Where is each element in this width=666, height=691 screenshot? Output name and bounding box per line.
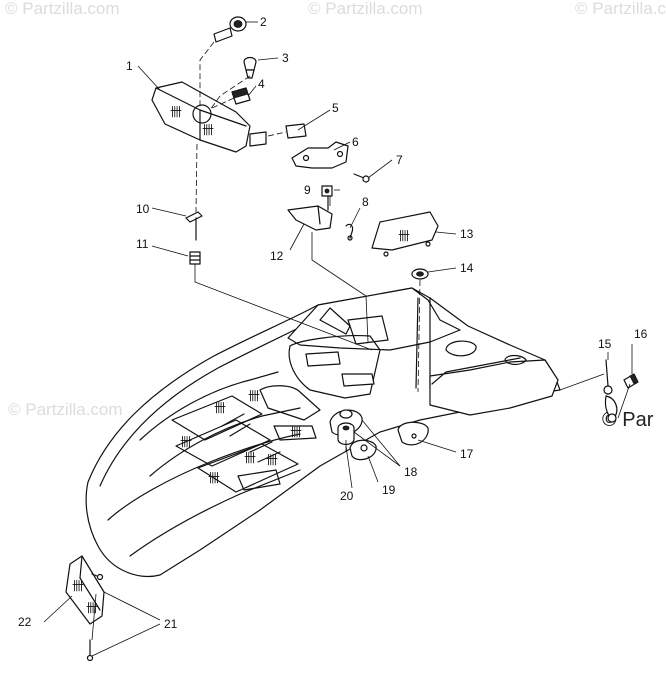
vent-marking-2: 卌 [248, 389, 260, 403]
callout-15: 15 [598, 337, 612, 351]
part-7-screw [353, 173, 370, 183]
part-11-grommet [189, 251, 201, 265]
part-1-headlight-housing: 卌 卌 [151, 81, 267, 153]
part-8-clip [345, 223, 354, 241]
part-5-pad [285, 123, 307, 139]
housing-marking-1: 卌 [170, 105, 182, 119]
vent-marking-4: 卌 [244, 451, 256, 465]
callout-5: 5 [332, 101, 339, 115]
watermark-top-center: © Partzilla.com [308, 0, 423, 18]
part-17-plate [397, 421, 429, 446]
part-6-bracket [291, 141, 349, 169]
callout-13: 13 [460, 227, 474, 241]
callout-6: 6 [352, 135, 359, 149]
vent-marking-5: 卌 [290, 425, 302, 439]
hood-vents: 卌 卌 卌 卌 卌 卌 卌 [171, 385, 321, 493]
part-12-bracket [287, 195, 333, 231]
assembly-lines [91, 41, 631, 641]
part-22-bracket: 卌 卌 [65, 555, 105, 625]
part-16-bolt [623, 373, 639, 389]
part-9-nut [321, 185, 333, 197]
part-4-connector [231, 87, 251, 105]
part-2-bulb-socket [213, 16, 247, 43]
callout-11: 11 [136, 237, 149, 251]
housing-marking-2: 卌 [202, 123, 214, 137]
callout-18: 18 [404, 465, 418, 479]
panel-marking: 卌 [398, 229, 410, 243]
part-19-grommet [349, 439, 377, 461]
callout-labels: 1 2 3 4 5 6 7 8 9 10 11 12 13 14 15 16 1… [18, 15, 648, 631]
watermark-top-left: © Partzilla.com [5, 0, 120, 18]
hood-body: 卌 卌 卌 卌 卌 卌 卌 [85, 287, 561, 577]
callout-22: 22 [18, 615, 32, 629]
callout-21: 21 [164, 617, 178, 631]
callout-1: 1 [126, 59, 133, 73]
part-20-bushing [337, 422, 355, 446]
vent-marking-1: 卌 [214, 401, 226, 415]
callout-17: 17 [460, 447, 474, 461]
part-13-panel: 卌 [371, 211, 439, 257]
part-3-bulb [243, 56, 257, 79]
part-10-pin [185, 211, 203, 241]
callout-20: 20 [340, 489, 354, 503]
callout-19: 19 [382, 483, 396, 497]
callout-12: 12 [270, 249, 284, 263]
callout-7: 7 [396, 153, 403, 167]
watermark-top-right: © Partzilla.com [575, 0, 666, 18]
callout-16: 16 [634, 327, 648, 341]
part-15-link [603, 359, 618, 423]
vent-marking-6: 卌 [266, 453, 278, 467]
callout-10: 10 [136, 202, 150, 216]
callout-8: 8 [362, 195, 369, 209]
callout-2: 2 [260, 15, 267, 29]
part-14-washer [411, 268, 429, 280]
bracket-marking-1: 卌 [72, 579, 84, 593]
callout-14: 14 [460, 261, 474, 275]
leader-lines [43, 21, 633, 657]
part-21-screws [86, 573, 104, 662]
callout-4: 4 [258, 77, 265, 91]
bracket-marking-2: 卌 [86, 601, 98, 615]
watermark-left: © Partzilla.com [8, 400, 123, 419]
vent-marking-3: 卌 [180, 435, 192, 449]
callout-3: 3 [282, 51, 289, 65]
vent-marking-7: 卌 [208, 471, 220, 485]
callout-9: 9 [304, 183, 311, 197]
